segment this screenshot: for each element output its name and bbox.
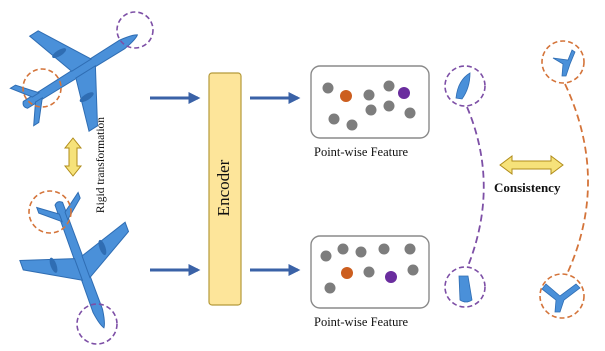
feature-dot xyxy=(363,89,375,101)
feature-dot xyxy=(322,82,334,94)
orange-correspondence-curve xyxy=(564,83,589,275)
feature-dot xyxy=(363,266,375,278)
rigid-transform-arrow xyxy=(63,137,83,177)
crop-wingtip-bottom xyxy=(458,275,473,303)
crop-circle-orange-top xyxy=(541,40,585,84)
crop-circle-purple-top xyxy=(444,65,486,107)
feature-dot xyxy=(337,243,349,255)
feature-dot xyxy=(355,246,367,258)
feature-dot xyxy=(365,104,377,116)
feature-dot xyxy=(404,243,416,255)
encoder-box xyxy=(208,72,242,306)
pointwise-feature-label-top: Point-wise Feature xyxy=(314,145,409,159)
crop-tail-bottom xyxy=(541,283,581,313)
keypoint-circle-purple-bottom xyxy=(76,303,118,345)
feature-dot xyxy=(324,282,336,294)
crop-circle-orange-bottom xyxy=(539,273,585,319)
feature-dot xyxy=(378,243,390,255)
crop-wingtip-top xyxy=(455,72,471,100)
consistency-label: Consistency xyxy=(494,180,561,195)
crop-circle-purple-bottom xyxy=(444,266,486,308)
consistency-arrow xyxy=(499,155,564,175)
feature-dot xyxy=(320,250,332,262)
feature-dot-purple xyxy=(385,271,397,283)
feature-dots-top xyxy=(322,80,416,131)
feature-dot xyxy=(404,107,416,119)
feature-box-top xyxy=(310,65,430,139)
rigid-transformation-label: Rigid transformation xyxy=(95,116,107,214)
feature-dot xyxy=(383,80,395,92)
feature-dot-purple xyxy=(398,87,410,99)
pointwise-feature-label-bottom: Point-wise Feature xyxy=(314,315,409,329)
feature-dot-orange xyxy=(340,90,352,102)
feature-dot xyxy=(328,113,340,125)
encoder-label: Encoder xyxy=(214,159,233,217)
feature-dots-bottom xyxy=(320,243,419,294)
keypoint-circle-orange-top xyxy=(22,68,62,108)
keypoint-circle-orange-bottom xyxy=(28,190,72,234)
feature-dot xyxy=(346,119,358,131)
feature-dot-orange xyxy=(341,267,353,279)
airplane-bottom xyxy=(19,191,130,329)
keypoint-circle-purple-top xyxy=(116,11,154,49)
feature-dot xyxy=(407,264,419,276)
purple-correspondence-curve xyxy=(466,106,485,267)
airplane-top xyxy=(9,30,139,132)
feature-dot xyxy=(383,100,395,112)
crop-tail-top xyxy=(552,49,576,77)
